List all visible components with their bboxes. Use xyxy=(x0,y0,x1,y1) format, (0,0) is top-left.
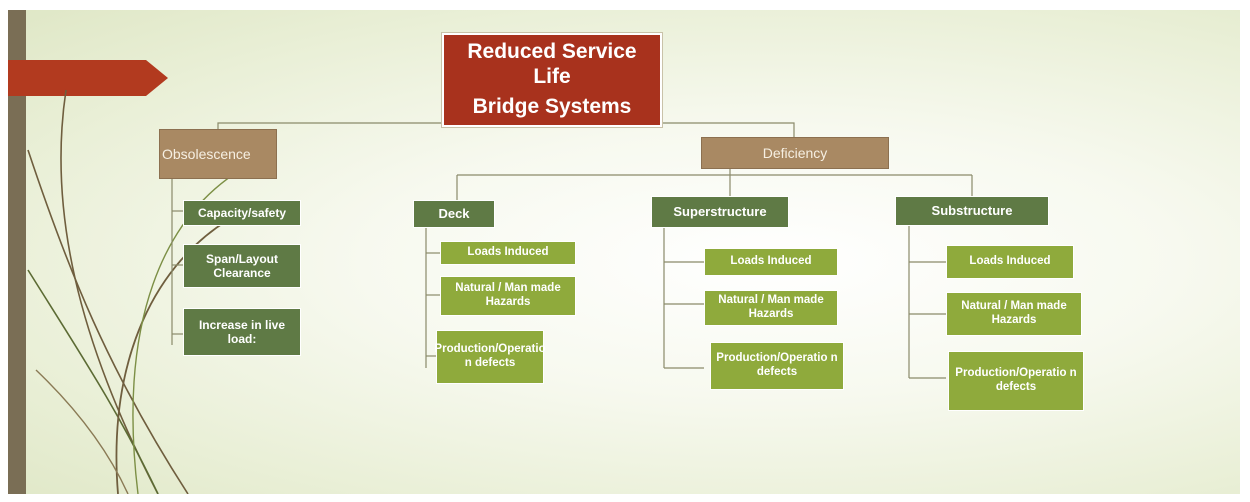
group-header-label: Substructure xyxy=(931,203,1013,219)
obsolescence-label: Obsolescence xyxy=(162,145,251,162)
decorative-curve xyxy=(132,159,259,494)
obsolescence-item-label: Increase in live load: xyxy=(198,317,286,346)
obsolescence-box: Obsolescence xyxy=(159,129,277,179)
slide: Reduced Service Life Bridge Systems Obso… xyxy=(8,10,1240,494)
title-box: Reduced Service Life Bridge Systems xyxy=(442,33,662,127)
substructure-item-label: Loads Induced xyxy=(969,255,1051,268)
deck-item: Natural / Man made Hazards xyxy=(440,276,576,316)
deck-item-label: Loads Induced xyxy=(467,246,549,259)
decorative-curve xyxy=(35,369,129,494)
deck-item-label: Production/Operatio n defects xyxy=(434,343,546,369)
superstructure-item: Production/Operatio n defects xyxy=(710,342,844,390)
slide-decoration xyxy=(8,10,973,494)
obsolescence-item: Span/Layout Clearance xyxy=(183,244,301,288)
group-header-label: Deck xyxy=(438,206,470,222)
substructure-item: Natural / Man made Hazards xyxy=(946,292,1082,336)
left-bar xyxy=(8,10,26,494)
decorative-curve xyxy=(115,219,229,494)
arrow-banner xyxy=(8,60,168,96)
title-line-2: Life xyxy=(533,64,571,88)
obsolescence-item-label: Span/Layout Clearance xyxy=(205,251,278,280)
substructure-item-label: Production/Operatio n defects xyxy=(955,367,1077,393)
obsolescence-item: Increase in live load: xyxy=(183,308,301,356)
obsolescence-item-label: Capacity/safety xyxy=(197,205,287,220)
deficiency-box: Deficiency xyxy=(701,137,889,169)
deck-item: Loads Induced xyxy=(440,241,576,265)
superstructure-item: Natural / Man made Hazards xyxy=(704,290,838,326)
substructure-item: Loads Induced xyxy=(946,245,1074,279)
superstructure-item: Loads Induced xyxy=(704,248,838,276)
group-header-deck: Deck xyxy=(413,200,495,228)
decorative-curve xyxy=(60,89,159,494)
substructure-item-label: Natural / Man made Hazards xyxy=(961,300,1067,326)
deck-item: Production/Operatio n defects xyxy=(434,330,546,384)
title-line-1: Reduced Service xyxy=(467,39,637,63)
decorative-curve xyxy=(27,149,189,494)
group-header-label: Superstructure xyxy=(673,204,767,220)
connector-lines xyxy=(171,122,973,379)
deck-item-label: Natural / Man made Hazards xyxy=(455,282,561,308)
superstructure-item-label: Loads Induced xyxy=(730,255,812,268)
superstructure-item-label: Natural / Man made Hazards xyxy=(718,294,824,320)
superstructure-item-label: Production/Operatio n defects xyxy=(716,352,838,378)
deficiency-label: Deficiency xyxy=(762,144,828,161)
substructure-item: Production/Operatio n defects xyxy=(948,351,1084,411)
obsolescence-item: Capacity/safety xyxy=(183,200,301,226)
decorative-curve xyxy=(27,269,159,494)
title-line-3: Bridge Systems xyxy=(472,95,632,119)
group-header-substructure: Substructure xyxy=(895,196,1049,226)
group-header-superstructure: Superstructure xyxy=(651,196,789,228)
